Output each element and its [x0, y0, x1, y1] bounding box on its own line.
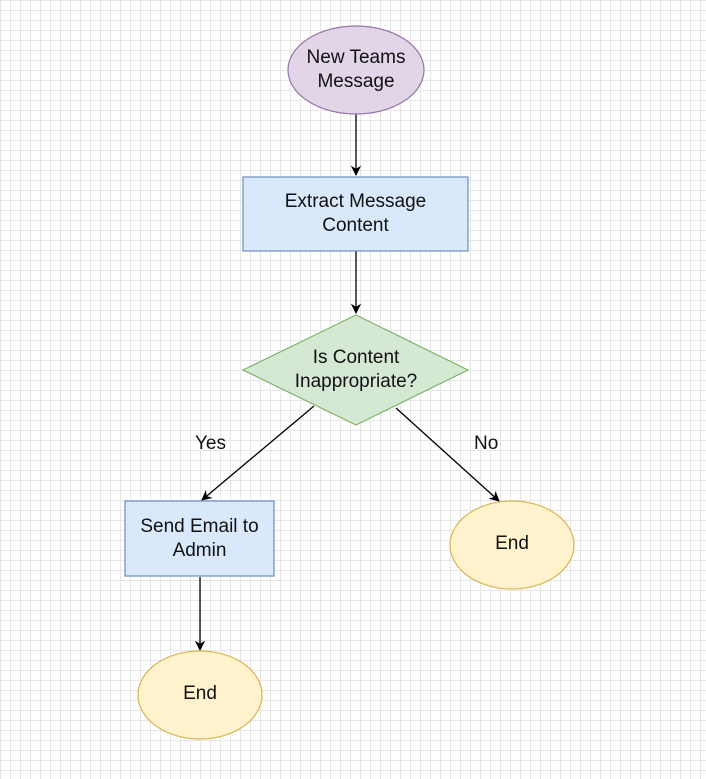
extract-node-shape[interactable] — [242, 176, 469, 252]
end-yes-node-shape[interactable] — [137, 650, 263, 740]
edge-decision-yes — [201, 405, 315, 501]
decision-node-label: Is Content Inappropriate? — [294, 347, 418, 392]
start-node-shape[interactable] — [287, 25, 425, 115]
decision-node-shape[interactable] — [241, 314, 470, 426]
send-email-node-label: Send Email to Admin — [140, 515, 259, 561]
end-no-node-shape[interactable] — [449, 500, 575, 590]
start-node-label: New Teams Message — [306, 47, 406, 92]
end-no-node-label: End — [495, 533, 529, 554]
extract-node-label: Extract Message Content — [284, 191, 427, 236]
end-yes-node-label: End — [183, 683, 217, 704]
send-email-node-shape[interactable] — [124, 500, 275, 577]
edge-label-yes: Yes — [195, 433, 226, 454]
edge-decision-no — [395, 407, 500, 502]
edge-label-no: No — [474, 433, 499, 454]
